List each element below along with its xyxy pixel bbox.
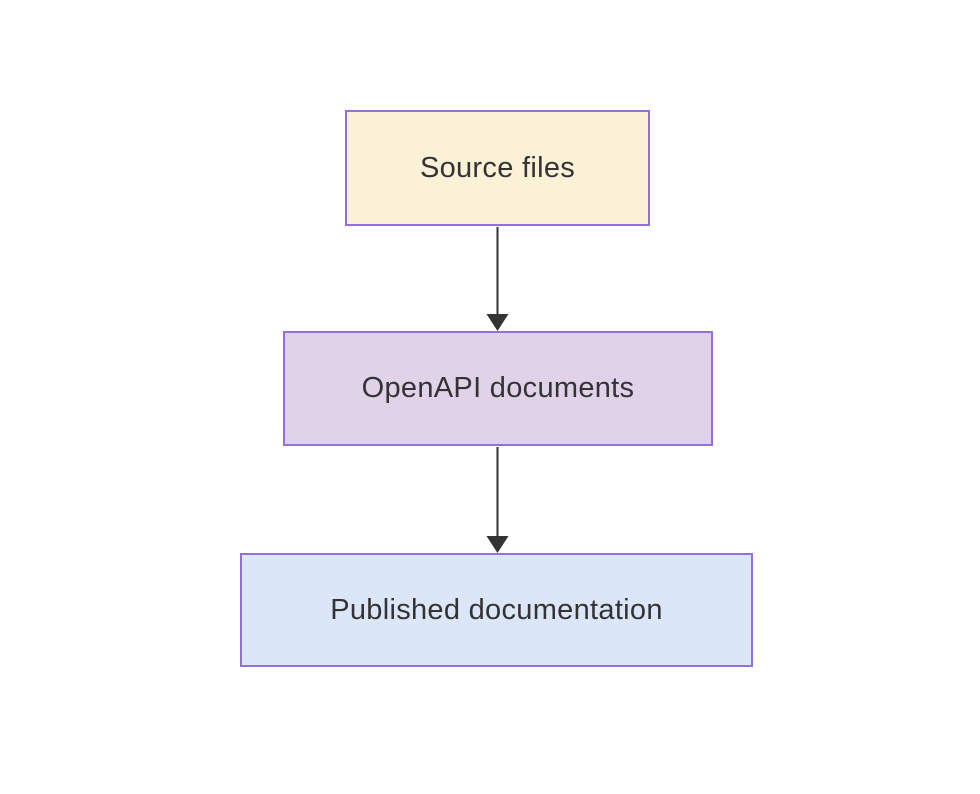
node-source-files-label: Source files — [419, 151, 576, 184]
edge-source-to-openapi — [486, 227, 509, 331]
node-source-files: Source files — [345, 110, 650, 226]
arrowhead-down-icon — [486, 314, 509, 331]
edge-openapi-to-published — [486, 447, 509, 553]
node-openapi-documents-label: OpenAPI documents — [361, 372, 635, 405]
node-published-documentation: Published documentation — [240, 553, 753, 667]
node-openapi-documents: OpenAPI documents — [283, 331, 713, 446]
arrowhead-down-icon — [486, 536, 509, 553]
node-published-documentation-label: Published documentation — [330, 593, 663, 626]
